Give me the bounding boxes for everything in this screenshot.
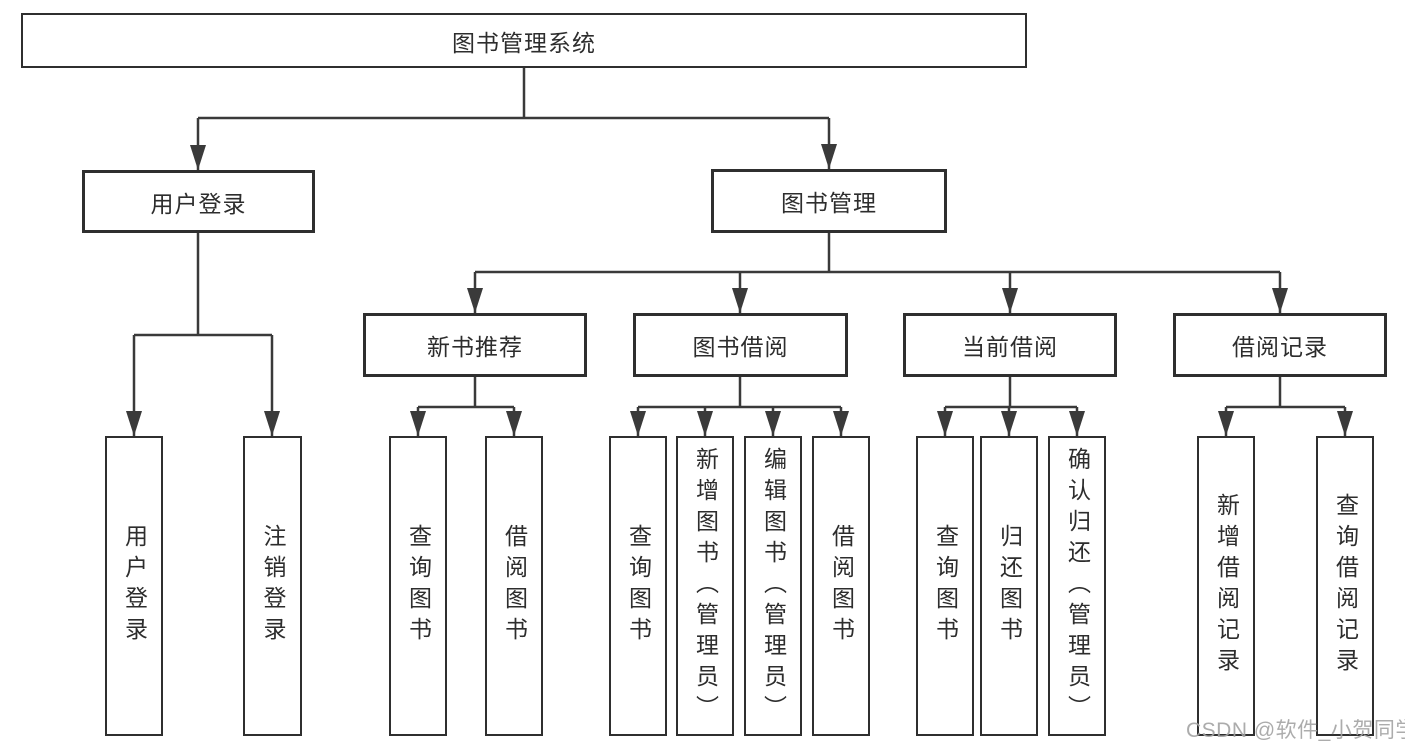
leaf-user-login: 用户登录 xyxy=(105,436,163,736)
node-book-borrowing: 图书借阅 xyxy=(633,313,848,377)
node-borrowing-records: 借阅记录 xyxy=(1173,313,1387,377)
leaf-query-books-current: 查询图书 xyxy=(916,436,974,736)
leaf-query-borrow-record: 查询借阅记录 xyxy=(1316,436,1374,736)
node-library-management-system: 图书管理系统 xyxy=(21,13,1027,68)
leaf-return-books: 归还图书 xyxy=(980,436,1038,736)
leaf-edit-books-admin: 编辑图书（管理员） xyxy=(744,436,802,736)
leaf-borrow-books: 借阅图书 xyxy=(812,436,870,736)
node-book-management: 图书管理 xyxy=(711,169,947,233)
node-new-book-recommendation: 新书推荐 xyxy=(363,313,587,377)
node-user-login: 用户登录 xyxy=(82,170,315,233)
leaf-add-books-admin: 新增图书（管理员） xyxy=(676,436,734,736)
watermark: CSDN @软件_小贺同学 xyxy=(1186,719,1405,742)
leaf-confirm-return-admin: 确认归还（管理员） xyxy=(1048,436,1106,736)
leaf-add-borrow-record: 新增借阅记录 xyxy=(1197,436,1255,736)
leaf-borrow-books-recommend: 借阅图书 xyxy=(485,436,543,736)
node-current-borrowing: 当前借阅 xyxy=(903,313,1117,377)
leaf-query-books-recommend: 查询图书 xyxy=(389,436,447,736)
leaf-logout: 注销登录 xyxy=(243,436,302,736)
leaf-query-books-borrow: 查询图书 xyxy=(609,436,667,736)
